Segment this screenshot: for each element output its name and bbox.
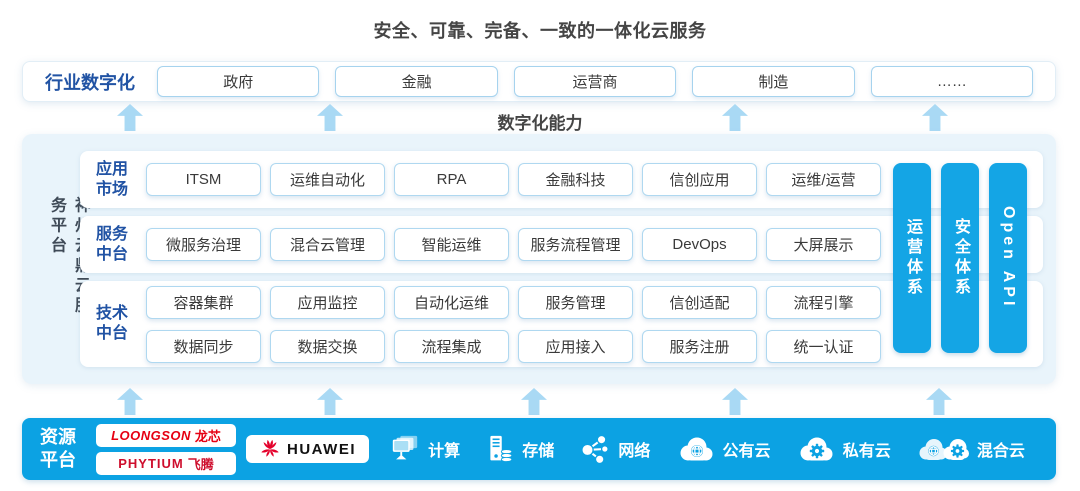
loongson-logo: LOONGSON 龙芯 xyxy=(96,423,236,447)
resource-network: 网络 xyxy=(580,434,650,464)
app-item-itsm: ITSM xyxy=(146,163,261,196)
svc-item-devops: DevOps xyxy=(642,228,757,261)
phytium-logo-text: PHYTIUM xyxy=(118,455,184,471)
up-arrow-icon xyxy=(317,388,343,415)
tech-item-service-registry: 服务注册 xyxy=(642,329,757,363)
tech-item-unified-auth: 统一认证 xyxy=(766,329,881,363)
tech-item-xinchuang-adaptation: 信创适配 xyxy=(642,285,757,319)
loongson-logo-text: LOONGSON xyxy=(111,427,191,443)
huawei-logo-text: HUAWEI xyxy=(287,440,356,458)
up-arrow-icon xyxy=(926,388,952,415)
tech-item-container-cluster: 容器集群 xyxy=(146,285,261,319)
industry-digitalization-row: 行业数字化 政府 金融 运营商 制造 …… xyxy=(22,61,1056,102)
resource-platform-label: 资源平台 xyxy=(40,426,76,470)
tech-item-automated-ops: 自动化运维 xyxy=(394,285,509,319)
tech-item-process-engine: 流程引擎 xyxy=(766,285,881,319)
resource-hybrid-cloud-label: 混合云 xyxy=(976,443,1025,460)
resource-network-label: 网络 xyxy=(618,443,651,460)
tech-item-data-sync: 数据同步 xyxy=(146,329,261,363)
platform-rows: 应用市场 ITSM 运维自动化 RPA 金融科技 信创应用 运维/运营 服务中台… xyxy=(80,151,1043,367)
row-service-label: 服务中台 xyxy=(96,225,129,263)
industry-row-label: 行业数字化 xyxy=(45,72,135,93)
phytium-logo-cn: 飞腾 xyxy=(187,456,214,472)
phytium-logo: PHYTIUM 飞腾 xyxy=(96,451,236,475)
industry-item-more: …… xyxy=(870,66,1034,97)
resource-compute-label: 计算 xyxy=(428,443,461,460)
resource-public-cloud-label: 公有云 xyxy=(722,443,771,460)
industry-item-operator: 运营商 xyxy=(513,66,677,97)
huawei-logo: HUAWEI xyxy=(246,435,369,463)
hybrid-cloud-icon xyxy=(919,439,969,460)
resource-compute: 计算 xyxy=(390,434,460,464)
app-item-rpa: RPA xyxy=(394,163,509,196)
pillar-open-api: Open API xyxy=(989,163,1027,353)
digital-capability-label: 数字化能力 xyxy=(497,114,583,133)
tech-item-data-exchange: 数据交换 xyxy=(270,329,385,363)
private-cloud-icon xyxy=(800,437,833,461)
row-app-market-label: 应用市场 xyxy=(96,160,129,198)
up-arrow-icon xyxy=(722,388,748,415)
tech-item-app-access: 应用接入 xyxy=(518,329,633,363)
row-app-market: 应用市场 ITSM 运维自动化 RPA 金融科技 信创应用 运维/运营 xyxy=(80,151,1043,208)
tech-item-process-integration: 流程集成 xyxy=(394,329,509,363)
svc-item-hybrid-cloud-mgmt: 混合云管理 xyxy=(270,228,385,261)
page-title: 安全、可靠、完备、一致的一体化云服务 xyxy=(373,21,707,41)
resource-storage-label: 存储 xyxy=(522,443,555,460)
app-item-ops-automation: 运维自动化 xyxy=(270,163,385,196)
app-item-fintech: 金融科技 xyxy=(518,163,633,196)
compute-icon xyxy=(392,435,418,460)
cloud-service-platform-panel: 神州云鼎云服务平台 应用市场 ITSM 运维自动化 RPA 金融科技 信创应用 … xyxy=(22,134,1056,384)
network-icon xyxy=(581,434,610,464)
up-arrow-icon xyxy=(521,388,547,415)
row-service-middle-platform: 服务中台 微服务治理 混合云管理 智能运维 服务流程管理 DevOps 大屏展示 xyxy=(80,216,1043,273)
resource-private-cloud: 私有云 xyxy=(797,434,891,464)
row-tech-label: 技术中台 xyxy=(96,305,129,342)
app-item-xinchuang-app: 信创应用 xyxy=(642,163,757,196)
industry-item-manufacturing: 制造 xyxy=(692,66,855,97)
up-arrow-icon xyxy=(117,388,143,415)
svc-item-microservice-governance: 微服务治理 xyxy=(146,228,261,261)
resource-public-cloud: 公有云 xyxy=(677,434,771,464)
svc-item-service-process-mgmt: 服务流程管理 xyxy=(518,228,633,261)
resource-platform-band: 资源平台 LOONGSON 龙芯 PHYTIUM 飞腾 HUAWEI xyxy=(22,418,1056,480)
public-cloud-icon xyxy=(680,437,713,461)
resource-storage: 存储 xyxy=(486,434,554,464)
pillar-operation-system: 运营体系 xyxy=(893,163,931,353)
tech-item-service-mgmt: 服务管理 xyxy=(518,285,633,319)
industry-item-government: 政府 xyxy=(157,66,320,97)
loongson-logo-cn: 龙芯 xyxy=(194,428,221,444)
resource-private-cloud-label: 私有云 xyxy=(842,443,891,460)
storage-icon xyxy=(490,435,513,463)
svc-item-dashboard-display: 大屏展示 xyxy=(766,228,881,261)
resource-hybrid-cloud: 混合云 xyxy=(917,434,1025,464)
pillar-security-system: 安全体系 xyxy=(941,163,979,353)
tech-item-app-monitoring: 应用监控 xyxy=(270,285,385,319)
resource-items: 计算 存储 xyxy=(377,434,1038,464)
svc-item-intelligent-ops: 智能运维 xyxy=(394,228,509,261)
industry-item-finance: 金融 xyxy=(335,66,498,97)
app-item-ops-operation: 运维/运营 xyxy=(766,163,881,196)
cpu-vendor-stack: LOONGSON 龙芯 PHYTIUM 飞腾 xyxy=(96,423,236,475)
huawei-flower-icon xyxy=(261,439,279,457)
row-tech-middle-platform: 技术中台 容器集群 应用监控 自动化运维 服务管理 信创适配 流程引擎 数据同步… xyxy=(80,281,1043,367)
